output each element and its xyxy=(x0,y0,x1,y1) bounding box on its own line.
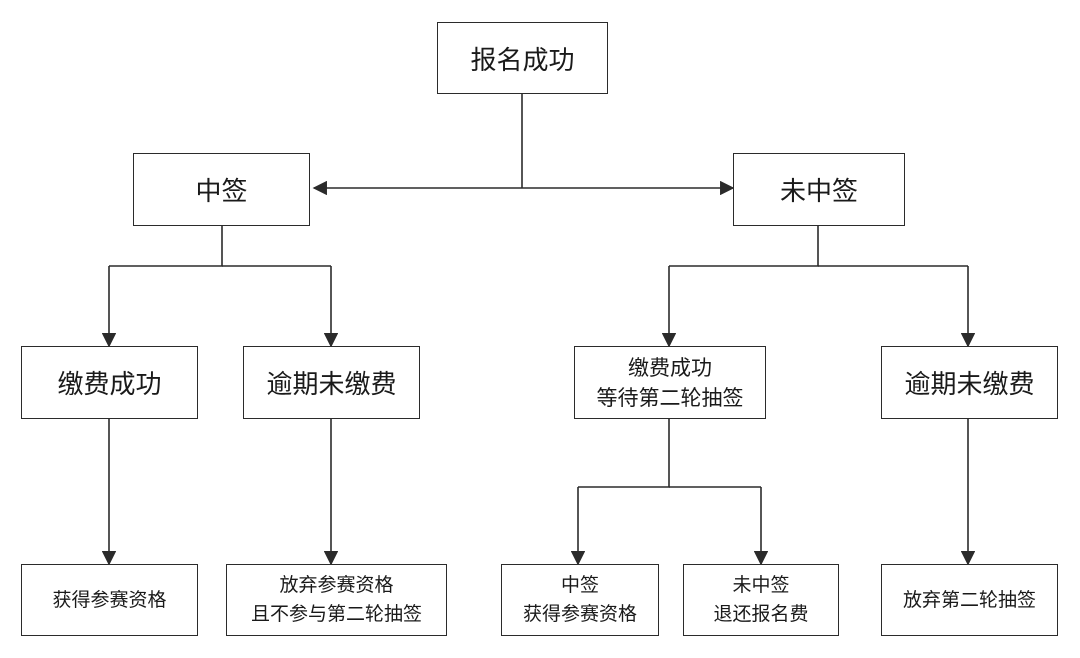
node-result-second-win-line2: 获得参赛资格 xyxy=(522,603,637,625)
node-result-give-up-line1: 放弃参赛资格 xyxy=(279,574,394,596)
node-result-give-up-second-label: 放弃第二轮抽签 xyxy=(902,588,1036,611)
node-win-paid-label: 缴费成功 xyxy=(57,370,162,400)
node-result-second-lose-line1: 未中签 xyxy=(732,574,790,596)
node-lose-paid-line1: 缴费成功 xyxy=(628,355,712,380)
node-signup-success-label: 报名成功 xyxy=(470,45,575,76)
node-lottery-lose-label: 未中签 xyxy=(779,177,858,207)
node-lose-overdue-label: 逾期未缴费 xyxy=(904,370,1035,400)
node-result-qualified-label: 获得参赛资格 xyxy=(52,588,167,611)
node-signup-success: 报名成功 xyxy=(437,22,608,94)
node-result-second-win: 中签 获得参赛资格 xyxy=(501,564,659,636)
node-result-second-lose: 未中签 退还报名费 xyxy=(683,564,839,636)
node-lottery-win: 中签 xyxy=(133,153,310,226)
node-lose-paid-line2: 等待第二轮抽签 xyxy=(596,385,744,410)
node-win-paid: 缴费成功 xyxy=(21,346,198,419)
node-lose-paid: 缴费成功 等待第二轮抽签 xyxy=(574,346,766,419)
edge-lose-split xyxy=(669,226,819,267)
node-result-second-win-line1: 中签 xyxy=(560,574,599,596)
edge-win-split xyxy=(109,226,223,267)
edge-lose-paid-split xyxy=(578,419,670,488)
node-result-second-lose-line2: 退还报名费 xyxy=(713,603,809,625)
node-lottery-win-label: 中签 xyxy=(195,177,248,207)
node-result-give-up-second: 放弃第二轮抽签 xyxy=(881,564,1058,636)
node-win-overdue-label: 逾期未缴费 xyxy=(266,370,397,400)
node-lose-overdue: 逾期未缴费 xyxy=(881,346,1058,419)
node-result-give-up: 放弃参赛资格 且不参与第二轮抽签 xyxy=(226,564,447,636)
node-result-give-up-line2: 且不参与第二轮抽签 xyxy=(250,603,422,625)
node-win-overdue: 逾期未缴费 xyxy=(243,346,420,419)
node-lottery-lose: 未中签 xyxy=(733,153,905,226)
node-result-qualified: 获得参赛资格 xyxy=(21,564,198,636)
